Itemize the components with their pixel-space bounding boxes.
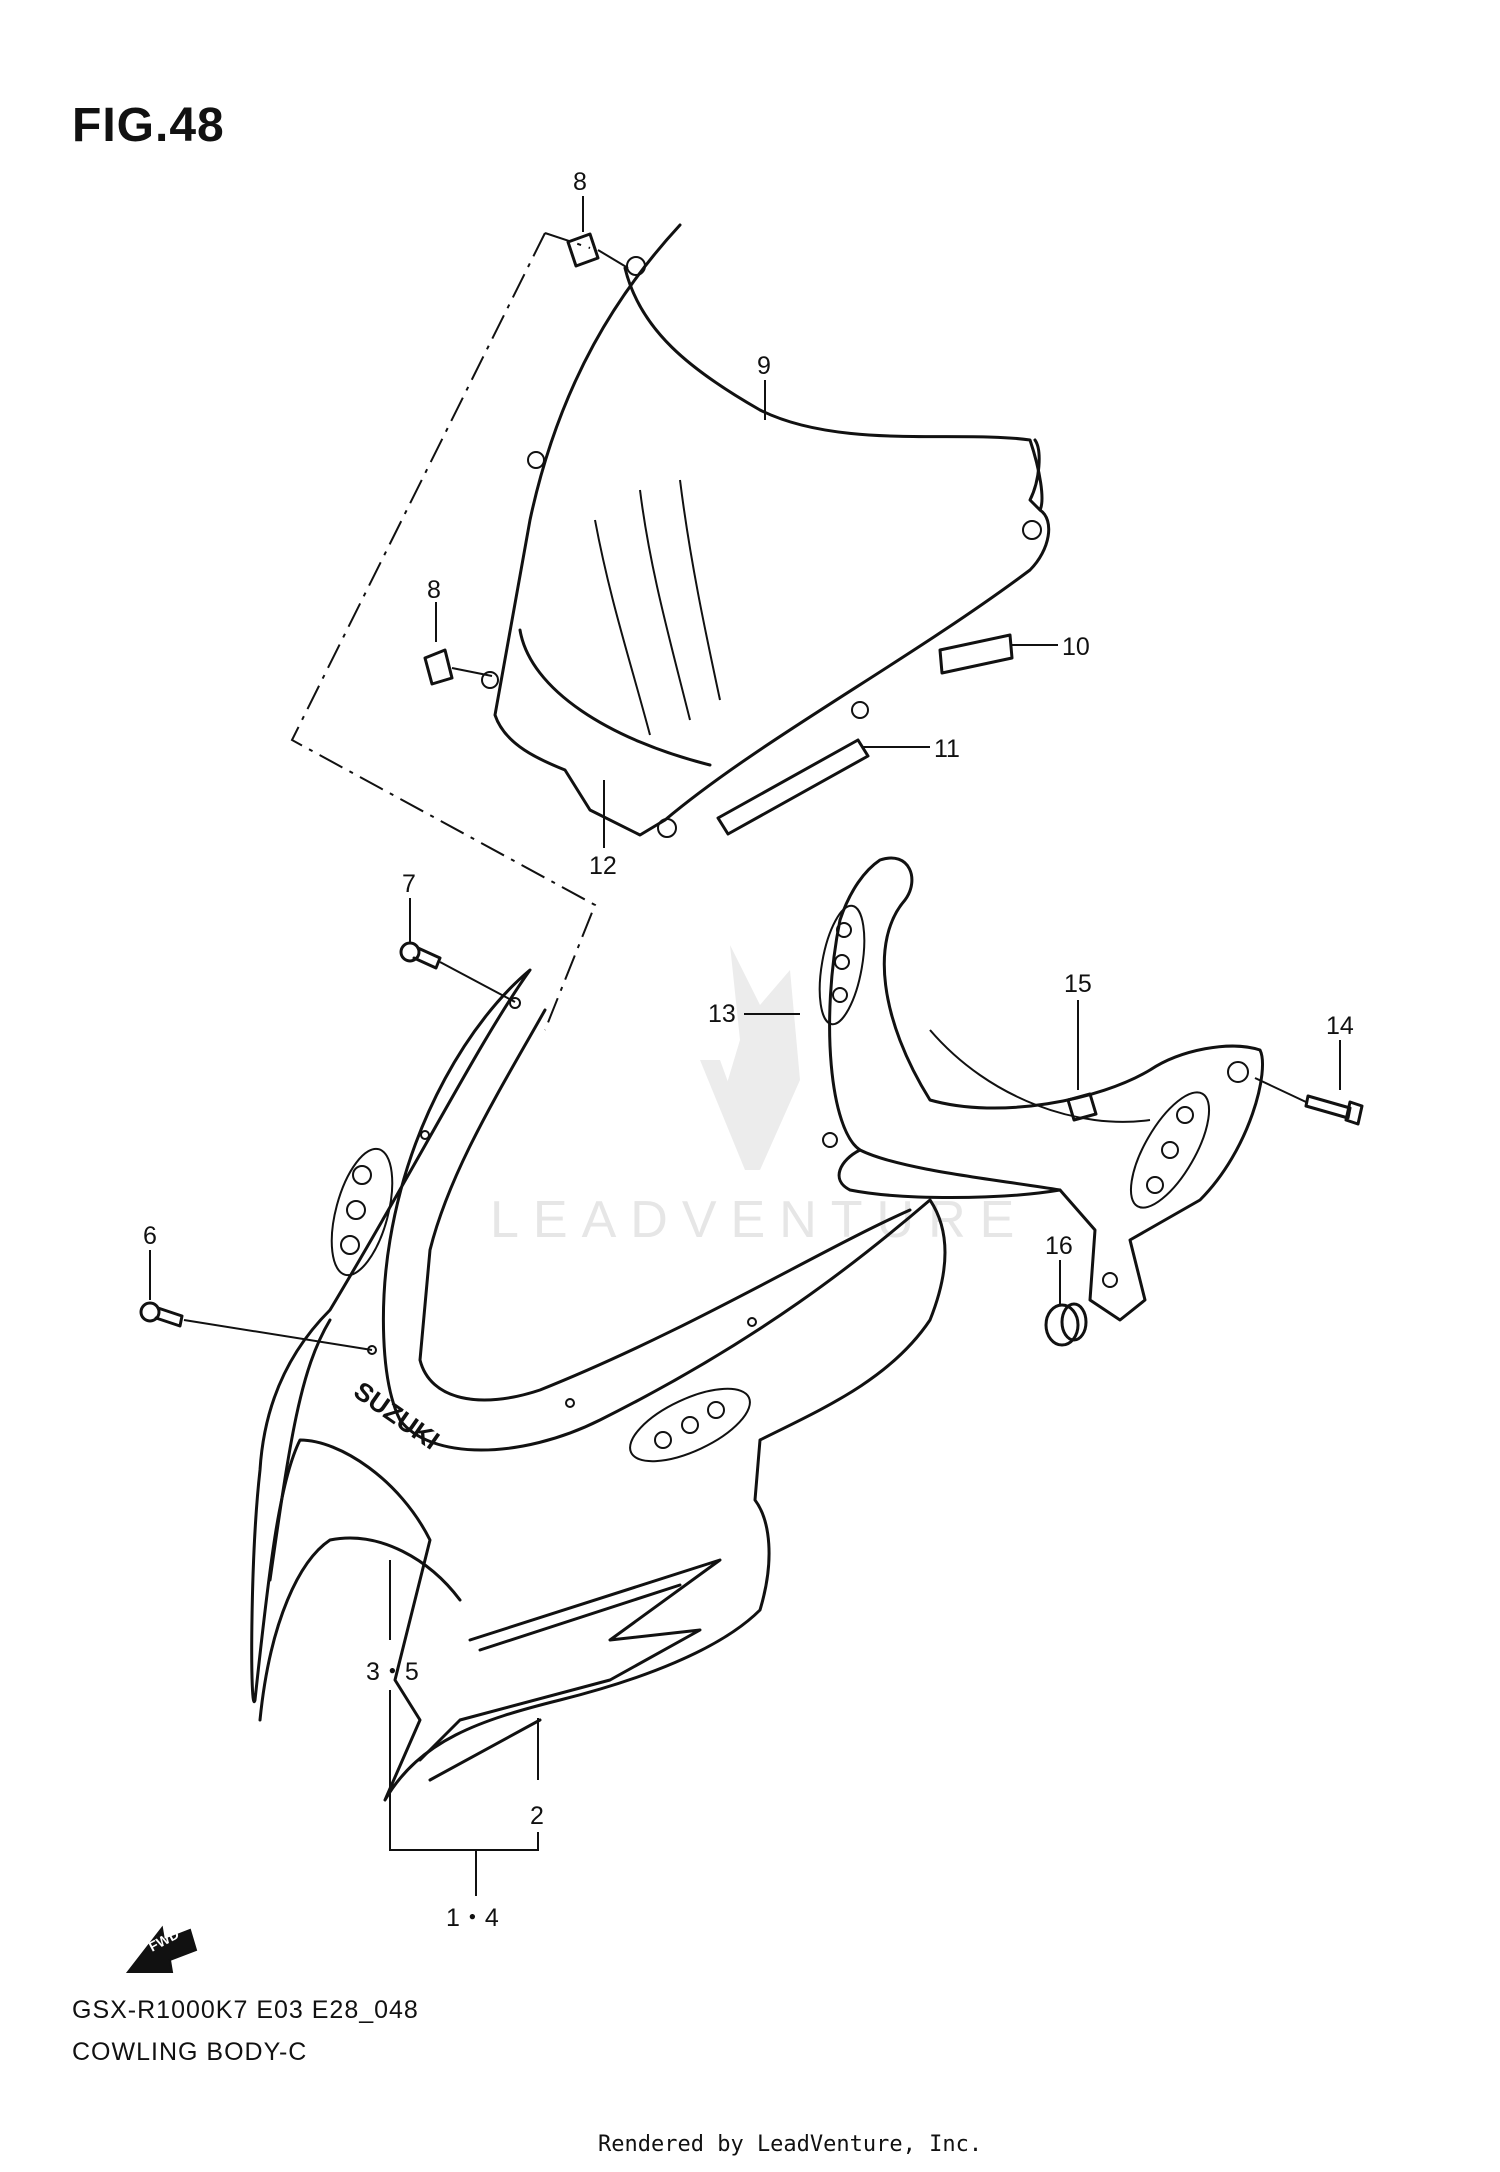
grommet-16 <box>1044 1302 1088 1347</box>
watermark-logo <box>700 945 800 1170</box>
fwd-arrow-icon: FWD <box>125 1926 198 1973</box>
callout-16: 16 <box>1045 1232 1073 1260</box>
figure-title: FIG.48 <box>72 99 225 152</box>
seal-strip-10 <box>938 633 1014 675</box>
callout-14: 14 <box>1326 1012 1354 1040</box>
screw-7 <box>399 941 516 1003</box>
screw-6 <box>139 1301 373 1351</box>
assembly-outline <box>290 232 597 1031</box>
callout-12: 12 <box>589 852 617 880</box>
windscreen <box>481 223 1051 838</box>
section-name: COWLING BODY-C <box>72 2038 308 2066</box>
model-code: GSX-R1000K7 E03 E28_048 <box>72 1996 419 2024</box>
callout-9: 9 <box>757 352 771 380</box>
seal-strip-11 <box>716 738 870 836</box>
rendered-by-credit: Rendered by LeadVenture, Inc. <box>598 2132 983 2157</box>
brand-decal: SUZUKI <box>349 1375 445 1455</box>
callout-11: 11 <box>934 735 960 763</box>
callout-1-4: 1・4 <box>446 1904 499 1932</box>
callout-8-mid: 8 <box>427 576 441 604</box>
callout-7: 7 <box>402 870 416 898</box>
screw-8-top <box>566 232 629 269</box>
screw-8-mid <box>423 648 493 686</box>
callout-10: 10 <box>1062 633 1090 661</box>
callout-3-5: 3・5 <box>366 1658 419 1686</box>
upper-cowling: SUZUKI <box>250 968 947 1802</box>
cowling-bracket <box>818 856 1264 1322</box>
callout-6: 6 <box>143 1222 157 1250</box>
nut-15 <box>1066 1092 1098 1122</box>
callout-13: 13 <box>708 1000 736 1028</box>
leader-lines <box>149 196 1341 1896</box>
callout-8-top: 8 <box>573 168 587 196</box>
callout-2: 2 <box>530 1802 544 1830</box>
bolt-14 <box>1254 1077 1364 1126</box>
callout-15: 15 <box>1064 970 1092 998</box>
